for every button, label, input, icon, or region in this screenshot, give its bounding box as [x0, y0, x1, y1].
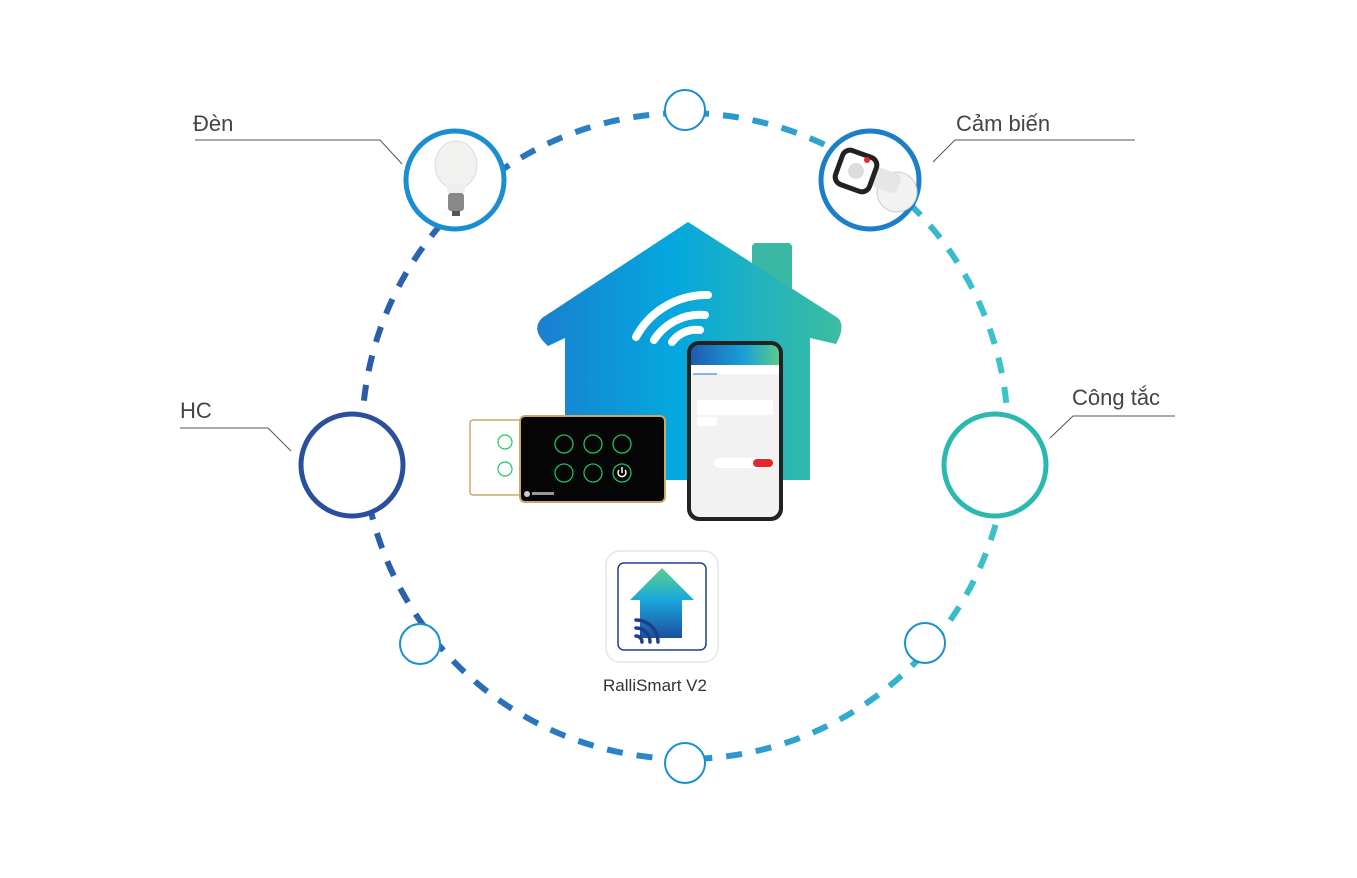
label-cam-bien: Cảm biến: [956, 111, 1050, 136]
node-cong-tac: Công tắc: [941, 385, 1175, 519]
label-den: Đèn: [193, 111, 233, 136]
switch-panel-black: [519, 415, 666, 503]
connector-bottom-left: [399, 623, 441, 665]
smartphone: [687, 341, 783, 521]
node-den: Đèn: [193, 111, 507, 232]
label-cong-tac: Công tắc: [1072, 385, 1160, 410]
connector-bottom: [664, 742, 706, 784]
connector-bottom-right: [904, 622, 946, 664]
app-name-label: RalliSmart V2: [603, 676, 707, 695]
motion-sensor-icon: [832, 147, 918, 213]
power-icon: [617, 467, 627, 478]
label-hc: HC: [180, 398, 212, 423]
app-icon-rallismart: [605, 550, 719, 663]
node-hc: HC: [180, 398, 406, 519]
light-bulb-icon: [434, 140, 478, 216]
connector-top: [664, 89, 706, 131]
node-cam-bien: Cảm biến: [818, 111, 1135, 232]
wifi-icon: [632, 290, 712, 346]
